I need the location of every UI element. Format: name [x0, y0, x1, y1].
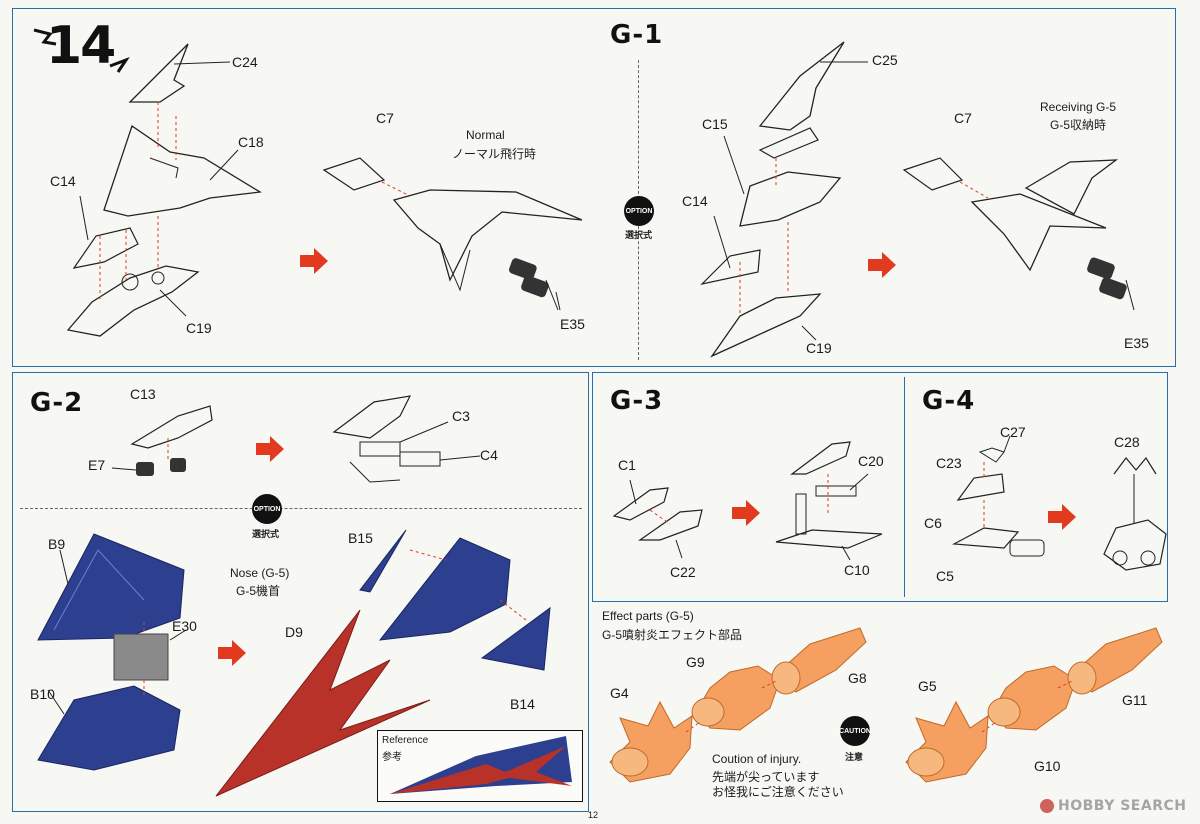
- g3-exploded-drawing: [612, 479, 703, 559]
- caution-badge: CAUTION: [839, 716, 871, 746]
- label-c10: C10: [844, 562, 870, 578]
- label-e7: E7: [88, 457, 106, 473]
- label-c18: C18: [238, 134, 264, 150]
- g1-exploded-drawing: [700, 41, 868, 358]
- step-arrow-icon: [1048, 504, 1076, 530]
- g1-title: G-1: [610, 20, 664, 50]
- reference-jp: 参考: [382, 752, 402, 763]
- g2-divider: [20, 508, 582, 509]
- option-badge-label: 選択式: [625, 230, 653, 240]
- caution-text-jp1: 先端が尖っています: [712, 770, 820, 784]
- label-e30: E30: [172, 618, 197, 634]
- label-b15: B15: [348, 530, 373, 546]
- label-c3: C3: [452, 408, 470, 424]
- label-c22: C22: [670, 564, 696, 580]
- step-arrow-icon: [732, 500, 760, 526]
- nose-title-jp: G-5機首: [236, 584, 281, 598]
- option-badge-g2: OPTION: [252, 494, 282, 524]
- caution-text-en: Coution of injury.: [712, 752, 802, 766]
- page-number: 12: [588, 810, 599, 820]
- effect-title-jp: G-5噴射炎エフェクト部品: [602, 628, 743, 642]
- step14-title: 14: [46, 16, 116, 76]
- step14-exploded-drawing: [66, 43, 262, 337]
- label-c19: C19: [186, 320, 212, 336]
- label-g10: G10: [1034, 758, 1061, 774]
- label-e35: E35: [560, 316, 585, 332]
- step14-mode-en: Normal: [466, 128, 505, 142]
- label-c24: C24: [232, 54, 258, 70]
- nose-exploded-drawing: [37, 533, 187, 771]
- label-c6: C6: [924, 515, 942, 531]
- label-c7: C7: [376, 110, 394, 126]
- hobby-search-logo-icon: [1040, 799, 1054, 813]
- label-c4: C4: [480, 447, 498, 463]
- g2-frame: [12, 372, 589, 812]
- g3-g4-divider: [904, 377, 905, 597]
- g2-title: G-2: [30, 388, 84, 418]
- reference-drawing: [390, 736, 572, 794]
- effect-parts-left-drawing: [609, 627, 867, 783]
- label-g8: G8: [848, 670, 867, 686]
- label-e35-g1: E35: [1124, 335, 1149, 351]
- nose-title-en: Nose (G-5): [230, 566, 290, 580]
- label-c14-g1: C14: [682, 193, 708, 209]
- step14-g1-frame: [12, 8, 1176, 367]
- label-c25: C25: [872, 52, 898, 68]
- effect-title-en: Effect parts (G-5): [602, 609, 694, 623]
- label-c27: C27: [1000, 424, 1026, 440]
- effect-parts-right-drawing: [905, 627, 1163, 783]
- g1-assembled-drawing: [902, 157, 1135, 311]
- step14-assembled-drawing: [322, 157, 583, 311]
- step-arrow-icon: [300, 248, 328, 274]
- step-arrow-icon: [218, 640, 246, 666]
- g2-exploded-drawing: [111, 405, 213, 476]
- label-c15: C15: [702, 116, 728, 132]
- label-d9: D9: [285, 624, 303, 640]
- caution-badge-label: 注意: [845, 752, 864, 762]
- g4-title: G-4: [922, 386, 976, 416]
- g1-mode-en: Receiving G-5: [1040, 100, 1117, 114]
- step14-title-brush: [33, 28, 130, 73]
- option-badge: OPTION: [624, 196, 654, 226]
- label-c7-g1: C7: [954, 110, 972, 126]
- caution-text-jp2: お怪我にご注意ください: [712, 785, 844, 799]
- label-g9: G9: [686, 654, 705, 670]
- g3-title: G-3: [610, 386, 664, 416]
- watermark: HOBBY SEARCH: [1040, 798, 1186, 814]
- label-c20: C20: [858, 453, 884, 469]
- g4-exploded-drawing: [951, 435, 1045, 557]
- label-g5: G5: [918, 678, 937, 694]
- step14-mode-jp: ノーマル飛行時: [452, 147, 537, 161]
- g1-mode-jp: G-5収納時: [1050, 118, 1107, 132]
- label-b10: B10: [30, 686, 55, 702]
- g3-assembled-drawing: [775, 441, 883, 561]
- option-badge-label-g2: 選択式: [252, 529, 280, 539]
- label-c23: C23: [936, 455, 962, 471]
- step-arrow-icon: [256, 436, 284, 462]
- label-g4: G4: [610, 685, 629, 701]
- label-c13: C13: [130, 386, 156, 402]
- g4-assembled-drawing: [1103, 456, 1167, 571]
- g3-g4-frame: [592, 372, 1168, 602]
- label-c5: C5: [936, 568, 954, 584]
- label-c19-g1: C19: [806, 340, 832, 356]
- reference-en: Reference: [382, 735, 429, 746]
- label-g11: G11: [1122, 692, 1148, 708]
- label-b9: B9: [48, 536, 66, 552]
- label-c28: C28: [1114, 434, 1140, 450]
- nose-assembled-drawing: [215, 529, 551, 797]
- label-c14: C14: [50, 173, 76, 189]
- step-arrow-icon: [868, 252, 896, 278]
- label-c1: C1: [618, 457, 636, 473]
- label-b14: B14: [510, 696, 535, 712]
- g2-assembled-drawing: [332, 395, 481, 483]
